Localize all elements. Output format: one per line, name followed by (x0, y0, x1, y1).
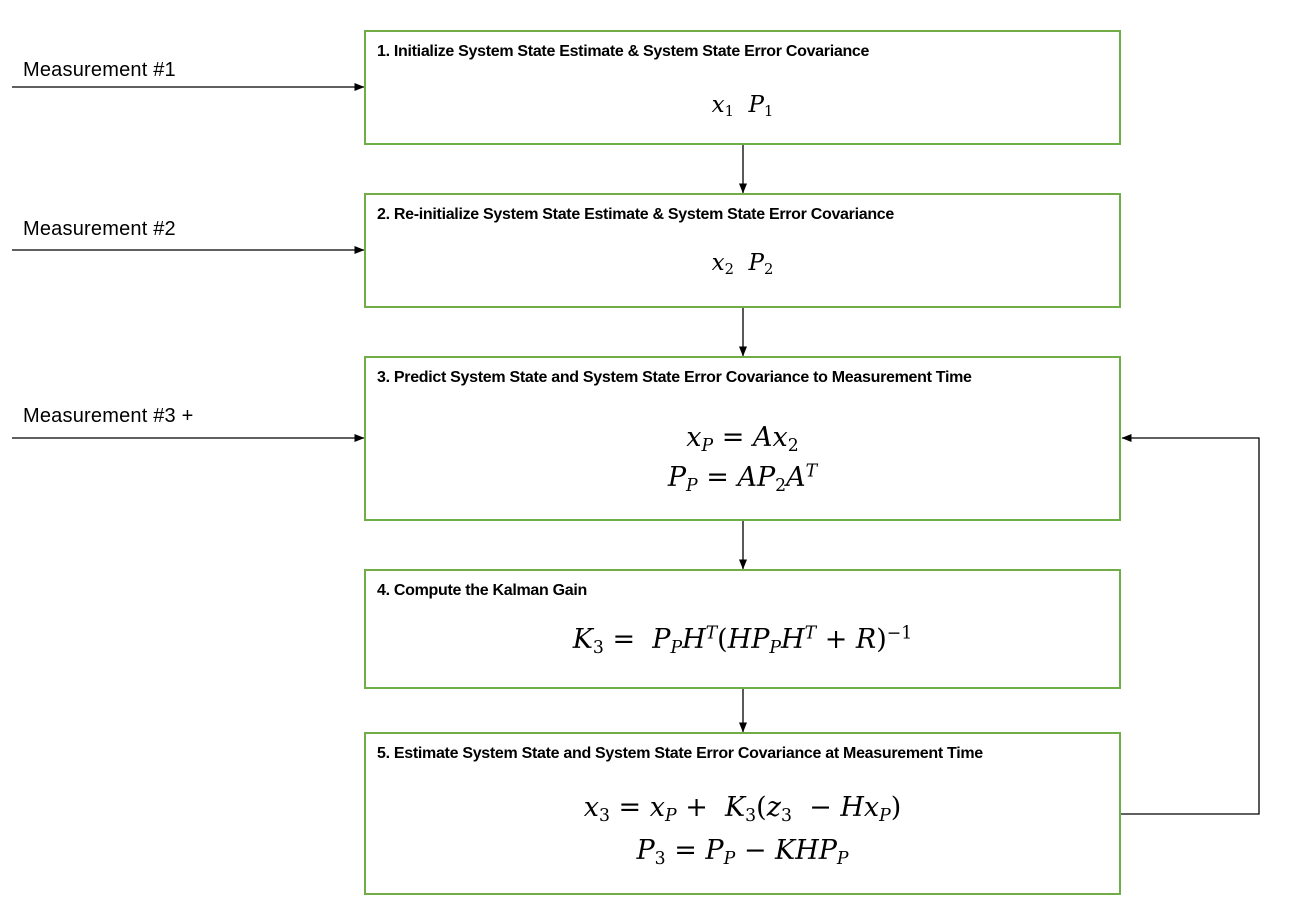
step-4-equation: K3 = PPHT(HPPHT + R)−1 (572, 623, 913, 658)
step-4-title: 4. Compute the Kalman Gain (377, 582, 588, 599)
step-2-title: 2. Re-initialize System State Estimate &… (377, 206, 894, 223)
step-1-title: 1. Initialize System State Estimate & Sy… (377, 43, 870, 60)
step-4-box: 4. Compute the Kalman Gain K3 = PPHT(HPP… (364, 569, 1121, 689)
step-3-equation-covariance: PP = AP2AT (667, 461, 818, 496)
step-3-title: 3. Predict System State and System State… (377, 369, 972, 386)
input-label-measurement-1: Measurement #1 (23, 59, 176, 81)
step-5-box: 5. Estimate System State and System Stat… (364, 732, 1121, 895)
input-label-measurement-3: Measurement #3 + (23, 405, 194, 427)
step-1-box: 1. Initialize System State Estimate & Sy… (364, 30, 1121, 145)
step-5-equation-state: x3 = xP + K3(z3 − HxP) (583, 792, 902, 826)
step-3-equation-state: xP = Ax2 (686, 422, 799, 456)
step-3-box: 3. Predict System State and System State… (364, 356, 1121, 521)
step-2-equation: x2 P2 (711, 250, 774, 279)
feedback-loop-arrow (1121, 434, 1260, 815)
step-5-equation-covariance: P3 = PP − KHPP (636, 835, 849, 869)
input-label-measurement-2: Measurement #2 (23, 218, 176, 240)
step-5-title: 5. Estimate System State and System Stat… (377, 745, 983, 762)
step-2-box: 2. Re-initialize System State Estimate &… (364, 193, 1121, 308)
step-1-equation: x1 P1 (711, 92, 774, 121)
